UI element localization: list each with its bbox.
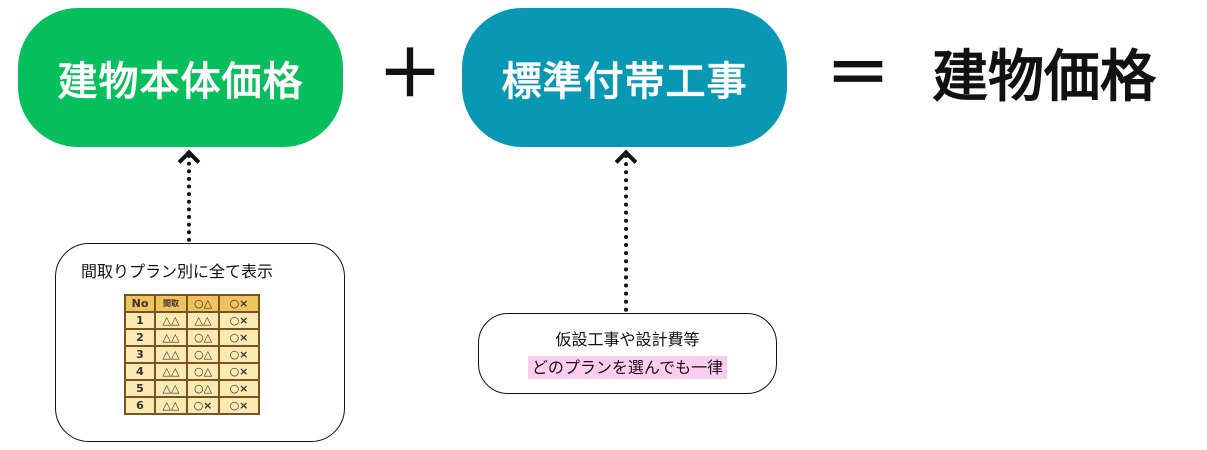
table-cell: ○× [218,328,260,347]
arrow-head-icon [614,149,638,173]
table-cell: ○× [218,396,260,415]
table-cell: △△ [154,379,188,398]
table-cell: ○△ [186,379,220,398]
table-cell: △△ [154,362,188,381]
table-cell: 5 [124,379,156,398]
building-body-price-pill: 建物本体価格 [18,8,343,147]
table-cell: △△ [154,328,188,347]
table-row: 6△△○×○× [124,396,260,415]
highlighted-note: どのプランを選んでも一律 [527,356,728,379]
table-cell: ○× [218,311,260,330]
equals-sign: ＝ [826,38,890,112]
table-cell: ○△ [186,362,220,381]
table-cell: △△ [154,396,188,415]
table-cell: ○△ [186,328,220,347]
table-cell: 2 [124,328,156,347]
ancillary-callout: 仮設工事や設計費等 どのプランを選んでも一律 [478,313,777,394]
standard-ancillary-work-pill: 標準付帯工事 [462,8,787,147]
table-cell: ○△ [186,345,220,364]
table-row: 5△△○△○× [124,379,260,398]
dotted-arrow-2 [624,154,628,312]
table-row: 2△△○△○× [124,328,260,347]
table-row: 3△△○△○× [124,345,260,364]
dotted-arrow-1 [187,154,191,242]
table-cell: ○× [218,362,260,381]
table-cell: △△ [186,311,220,330]
table-cell: ○× [218,345,260,364]
table-header: ○△ [186,294,220,313]
table-cell: 6 [124,396,156,415]
callout-title: 間取りプラン別に全て表示 [81,262,274,281]
table-row: 4△△○△○× [124,362,260,381]
table-cell: △△ [154,311,188,330]
arrow-head-icon [177,149,201,173]
building-price-result: 建物価格 [932,45,1156,110]
table-cell: 4 [124,362,156,381]
table-cell: ○× [186,396,220,415]
table-header: 間取 [154,294,188,313]
table-cell: 3 [124,345,156,364]
table-cell: △△ [154,345,188,364]
table-cell: 1 [124,311,156,330]
table-header: No [124,294,156,313]
plus-sign: ＋ [378,38,442,112]
table-header: ○× [218,294,260,313]
table-cell: ○× [218,379,260,398]
callout-line1: 仮設工事や設計費等 [555,330,700,349]
table-row: 1△△△△○× [124,311,260,330]
